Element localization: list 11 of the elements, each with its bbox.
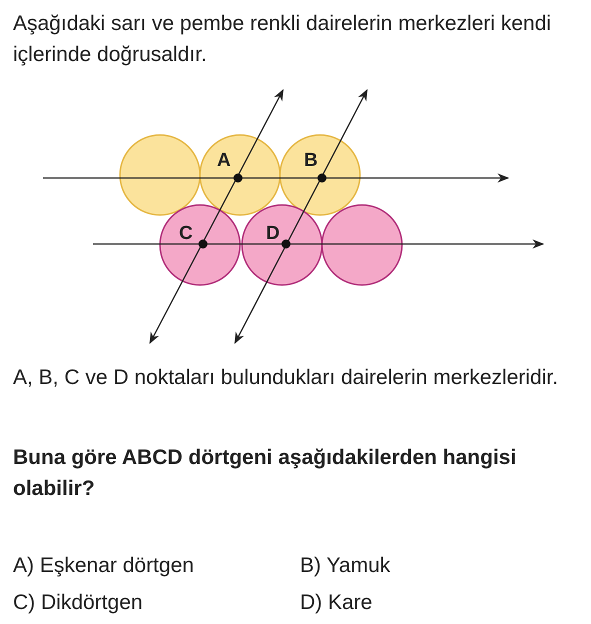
point-label: A [217, 149, 231, 173]
answer-option: B) Yamuk [300, 550, 390, 581]
question-text: Aşağıdaki sarı ve pembe renkli dairelerin merkezleri kendi içlerinde doğrusaldır. [13, 11, 552, 68]
point-label: D [266, 222, 280, 246]
question-text: Buna göre ABCD dörtgeni aşağıdakilerden hangisi olabilir? [13, 445, 518, 502]
answer-option: C) Dikdörtgen [13, 587, 143, 618]
answer-option: D) Kare [300, 587, 372, 618]
point-label: B [304, 149, 318, 173]
answer-option: A) Eşkenar dörtgen [13, 550, 194, 581]
point-label: C [179, 222, 193, 246]
question-text: A, B, C ve D noktaları bulundukları dairelerin merkezleridir. [13, 365, 560, 391]
